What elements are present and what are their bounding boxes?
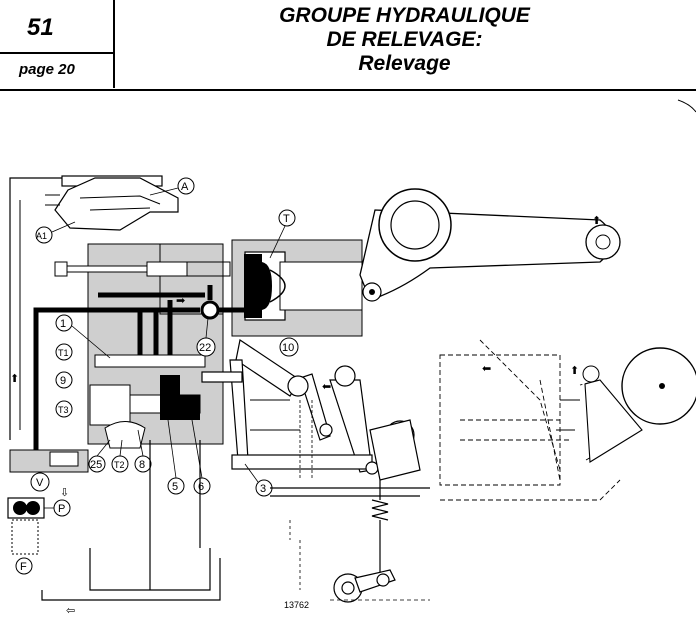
label-P: P — [58, 503, 65, 515]
label-A: A — [181, 181, 189, 193]
label-T1: T1 — [58, 348, 69, 358]
title-line-2: DE RELEVAGE: — [326, 28, 483, 51]
down-arrow-icon: ⇩ — [60, 487, 69, 499]
filter — [11, 519, 39, 555]
label-V: V — [36, 477, 44, 489]
figure-reference: 13762 — [284, 600, 309, 610]
label-9: 9 — [60, 375, 66, 387]
label-T3: T3 — [58, 405, 69, 415]
header-bottom-rule — [0, 89, 696, 91]
up-arrow-icon: ⬆ — [592, 215, 601, 227]
reservoir — [41, 440, 221, 601]
label-3: 3 — [260, 483, 266, 495]
header-titles: GROUPE HYDRAULIQUE DE RELEVAGE: Relevage — [113, 4, 696, 76]
label-1: 1 — [60, 318, 66, 330]
left-arrow-icon: ⬅ — [482, 363, 491, 375]
left-arrow-icon: ⇦ — [66, 605, 75, 617]
label-5: 5 — [172, 481, 178, 493]
label-circle-F — [15, 557, 33, 575]
label-circle-T1 — [55, 343, 73, 361]
label-F: F — [20, 561, 27, 573]
label-6: 6 — [198, 481, 204, 493]
label-circle-9 — [55, 371, 73, 389]
lower-link — [333, 569, 396, 603]
label-T: T — [283, 213, 290, 225]
label-circle-1 — [55, 314, 73, 332]
valve-internals — [89, 354, 206, 449]
title-line-1: GROUPE HYDRAULIQUE — [279, 4, 530, 27]
lift-arm — [359, 188, 621, 302]
return-line-left — [9, 177, 62, 440]
lowered-position-ghost — [439, 339, 641, 501]
label-8: 8 — [139, 459, 145, 471]
linkage-mechanism — [201, 339, 421, 481]
label-circle-V — [30, 472, 50, 492]
header-divider — [0, 52, 113, 54]
top-linkage — [45, 175, 179, 231]
up-arrow-icon: ⬆ — [570, 365, 579, 377]
header-left-box: 51 page 20 — [0, 0, 115, 88]
page-header: 51 page 20 GROUPE HYDRAULIQUE DE RELEVAG… — [0, 0, 696, 92]
left-arrow-icon: ⬅ — [322, 381, 331, 393]
label-10: 10 — [282, 342, 294, 354]
label-circle-A — [177, 177, 195, 195]
label-circle-T3 — [55, 400, 73, 418]
up-arrow-icon: ⬆ — [10, 373, 19, 385]
lift-cylinder — [231, 239, 363, 337]
label-T2: T2 — [114, 460, 125, 470]
label-circle-T — [278, 209, 296, 227]
title-line-3: Relevage — [358, 52, 451, 75]
label-circle-A1 — [35, 226, 53, 244]
label-25: 25 — [90, 459, 102, 471]
label-A1: A1 — [36, 231, 47, 241]
section-number: 51 — [27, 14, 54, 41]
control-rod — [54, 261, 231, 277]
right-arrow-icon: ➡ — [176, 295, 185, 307]
label-circle-10 — [279, 337, 299, 357]
label-22: 22 — [199, 342, 211, 354]
corner-line — [677, 99, 696, 113]
page-number: page 20 — [19, 61, 75, 78]
draft-spring — [270, 480, 430, 580]
